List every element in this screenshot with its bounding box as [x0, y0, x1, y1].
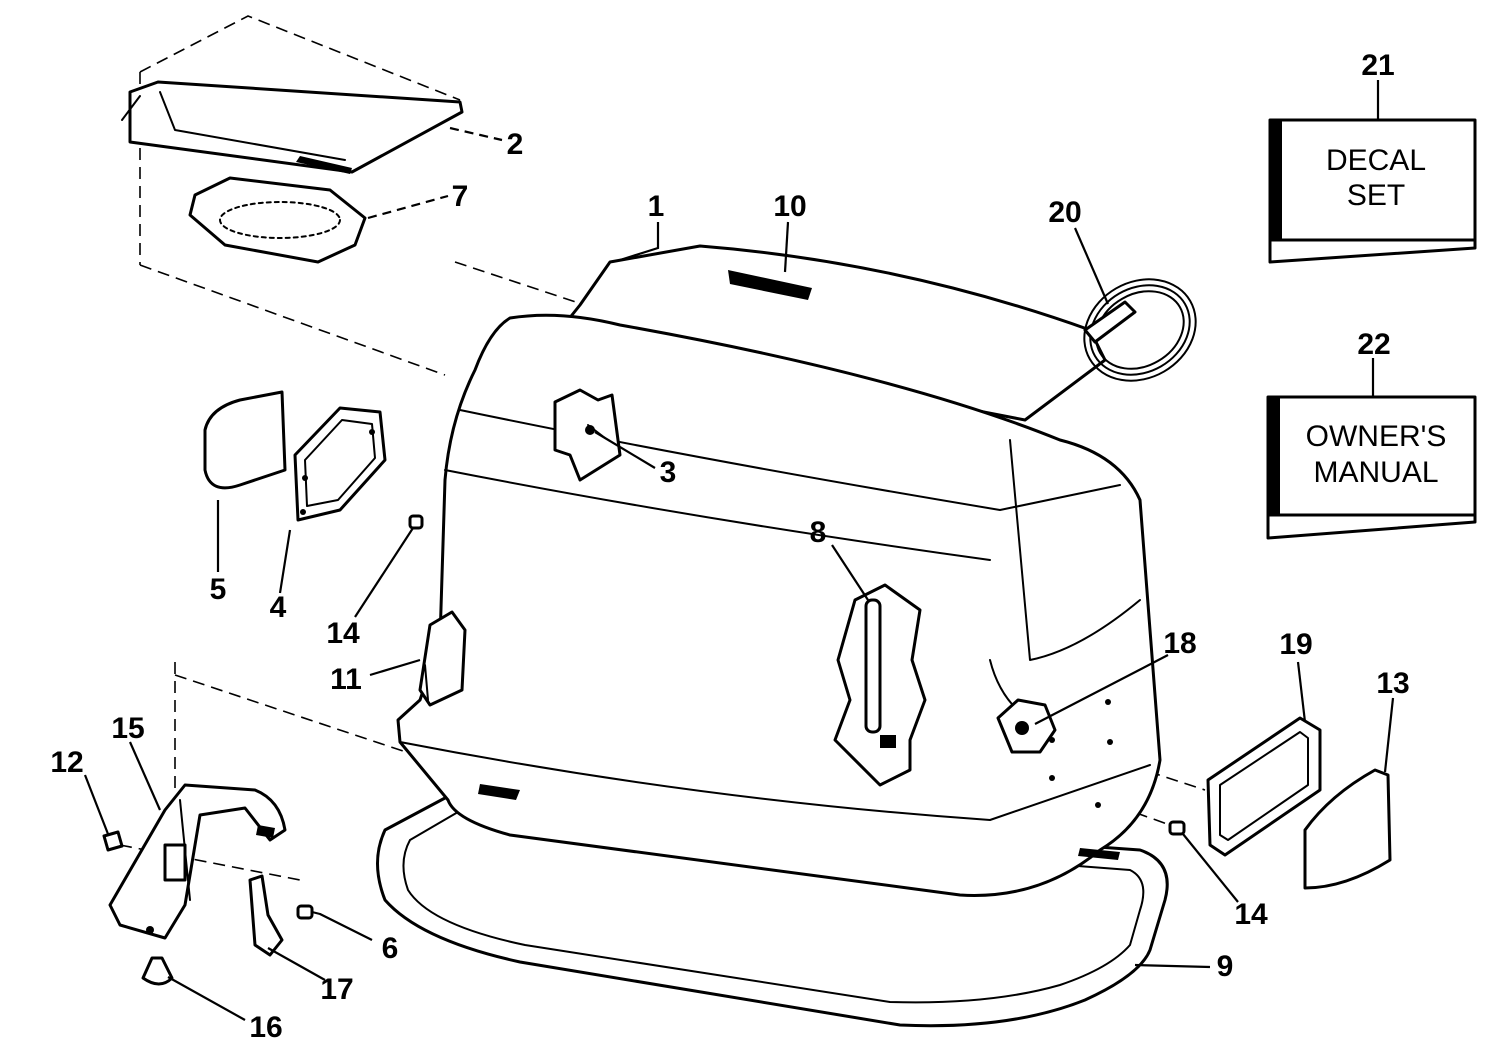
oval-grille: [188, 176, 367, 264]
callout-2: 2: [507, 128, 524, 161]
callout-15: 15: [111, 712, 144, 745]
rear-gasket-frame: [1206, 716, 1322, 857]
manual-box-line-2: MANUAL: [1313, 456, 1438, 489]
callout-13: 13: [1376, 667, 1409, 700]
cover-gasket-frame: [293, 406, 387, 522]
callout-16: 16: [249, 1011, 282, 1044]
engine-cowl: [396, 244, 1162, 897]
callout-10: 10: [773, 190, 806, 223]
window-cover: [1303, 768, 1392, 890]
callout-17: 17: [320, 973, 353, 1006]
callout-22: 22: [1357, 328, 1390, 361]
owners-manual-box: OWNER'S MANUAL: [1266, 395, 1477, 540]
callout-14-right: 14: [1234, 898, 1268, 931]
callout-4: 4: [270, 591, 287, 624]
callout-19: 19: [1279, 628, 1312, 661]
callout-5: 5: [210, 573, 227, 606]
manual-box-line-1: OWNER'S: [1306, 420, 1447, 453]
screw-6: [296, 904, 321, 920]
callout-6: 6: [382, 932, 399, 965]
screw-14-right: [1168, 820, 1186, 836]
screw-14-left: [408, 514, 424, 530]
callout-7: 7: [452, 180, 469, 213]
latch-cutaway: [553, 388, 622, 482]
callout-numbers: 1 2 3 4 5 6 7 8 9 10 11 12 13 14 14 15 1…: [50, 49, 1409, 1044]
decal-box-line-1: DECAL: [1326, 144, 1426, 177]
callout-3: 3: [660, 456, 677, 489]
callout-12: 12: [50, 746, 83, 779]
small-cover-panel: [203, 390, 287, 490]
small-bracket: [248, 874, 284, 957]
callout-9: 9: [1217, 950, 1234, 983]
rubber-mount: [141, 956, 174, 986]
cowl-cover-panel: [121, 80, 464, 174]
callout-11: 11: [330, 663, 362, 696]
callout-21: 21: [1361, 49, 1394, 82]
callout-20: 20: [1048, 196, 1081, 229]
decal-set-box: DECAL SET: [1268, 118, 1477, 264]
leader-lines: [83, 80, 1395, 1021]
lower-bracket: [108, 783, 287, 940]
square-nut: [102, 830, 124, 852]
lanyard-coil: [1083, 278, 1197, 382]
callout-1: 1: [648, 190, 665, 223]
decal-box-line-2: SET: [1347, 179, 1405, 212]
callout-14-left: 14: [326, 617, 360, 650]
callout-8: 8: [810, 516, 827, 549]
callout-18: 18: [1163, 627, 1196, 660]
latch-hook-cutaway: [418, 610, 467, 707]
